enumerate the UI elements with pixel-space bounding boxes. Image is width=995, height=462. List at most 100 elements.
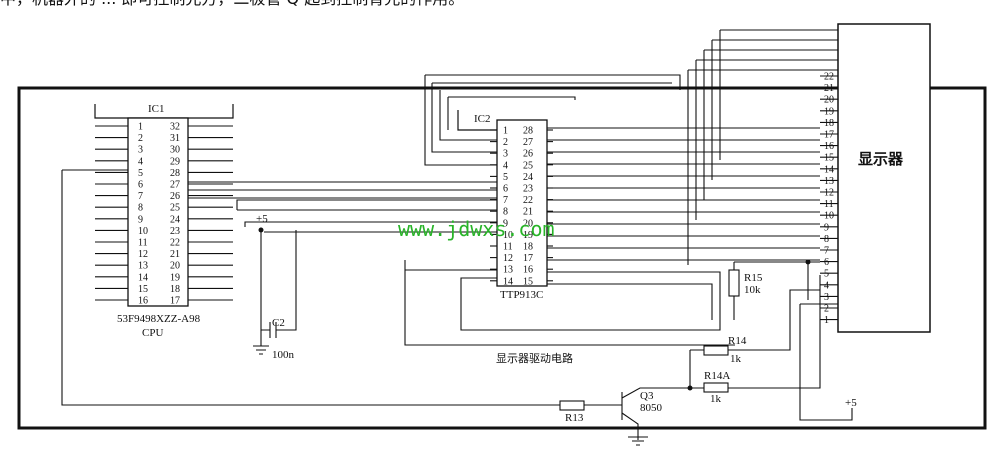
- cpu-to-driver-wires: [61, 169, 560, 406]
- ic2-right-pin-number: 27: [523, 137, 533, 148]
- ic1-left-pin-number: 3: [138, 145, 143, 156]
- ic1-left-pin-number: 14: [138, 272, 148, 283]
- ic2-left-pin-number: 8: [503, 207, 508, 218]
- display-pin-number: 12: [824, 188, 834, 199]
- ic2-right-pin-number: 23: [523, 184, 533, 195]
- ic1-left-pin-number: 12: [138, 249, 148, 260]
- ic2-right-pin-number: 25: [523, 160, 533, 171]
- ic2-right-pin-number: 19: [523, 230, 533, 241]
- ic1-left-pin-number: 1: [138, 122, 143, 133]
- display-pin-number: 19: [824, 106, 834, 117]
- ic2-left-pin-number: 1: [503, 126, 508, 137]
- ic1-chip: IC1 123456789101112131415163231302928272…: [94, 103, 234, 339]
- junction-dot: [687, 385, 693, 391]
- ic1-left-pin-number: 5: [138, 168, 143, 179]
- ic1-left-pin-number: 11: [138, 238, 148, 249]
- r14a-label: R14A: [704, 370, 730, 382]
- display-pin-number: 14: [824, 164, 834, 175]
- display-pin-number: 16: [824, 141, 834, 152]
- display-pin-number: 15: [824, 153, 834, 164]
- r14-resistor: [689, 289, 820, 388]
- ic1-left-pin-number: 15: [138, 284, 148, 295]
- ic1-right-pin-number: 23: [170, 226, 180, 237]
- display-pin-number: 20: [824, 95, 834, 106]
- junction-dot: [258, 227, 264, 233]
- display-label: 显示器: [858, 150, 904, 168]
- watermark: www.jdwxs.com: [398, 217, 555, 241]
- display-pin-number: 17: [824, 130, 834, 141]
- c2-value: 100n: [272, 349, 295, 361]
- display-pin-number: 7: [824, 246, 829, 257]
- r14-label: R14: [728, 335, 747, 347]
- ic2-left-pin-number: 3: [503, 149, 508, 160]
- ic2-left-pin-number: 14: [503, 276, 513, 287]
- ic1-right-pin-number: 20: [170, 261, 180, 272]
- display-pin-number: 1: [824, 315, 829, 326]
- ic2-label: IC2: [474, 113, 491, 125]
- ic2-left-pin-number: 9: [503, 218, 508, 229]
- ic1-right-pin-number: 28: [170, 168, 180, 179]
- ic1-left-pin-number: 4: [138, 156, 143, 167]
- r15-label: R15: [744, 272, 763, 284]
- display-pin-number: 11: [824, 199, 834, 210]
- ic1-left-pin-number: 8: [138, 203, 143, 214]
- display-pin-number: 18: [824, 118, 834, 129]
- ic1-right-pin-number: 30: [170, 145, 180, 156]
- ic1-right-pin-number: 25: [170, 203, 180, 214]
- q3-label: Q3: [640, 390, 654, 402]
- display-pin-number: 3: [824, 292, 829, 303]
- ic1-right-pin-number: 19: [170, 272, 180, 283]
- circuit-caption: 显示器驱动电路: [496, 352, 573, 365]
- display-pin-number: 2: [824, 304, 829, 315]
- ic1-left-pin-number: 7: [138, 191, 143, 202]
- ic2-left-pin-number: 13: [503, 265, 513, 276]
- q3-value: 8050: [640, 402, 663, 414]
- display-pin-number: 8: [824, 234, 829, 245]
- ic1-right-pin-number: 18: [170, 284, 180, 295]
- ic1-left-pin-number: 6: [138, 180, 143, 191]
- decoupling-capacitor: [253, 228, 497, 355]
- ic2-left-pin-number: 6: [503, 184, 508, 195]
- ic2-right-pin-number: 16: [523, 265, 533, 276]
- ic2-left-pin-number: 11: [503, 242, 513, 253]
- ic1-name: CPU: [142, 327, 163, 339]
- ic2-right-pin-number: 17: [523, 253, 533, 264]
- r13-label: R13: [565, 412, 584, 424]
- ic1-pins: 1234567891011121314151632313029282726252…: [95, 122, 233, 307]
- ic2-left-pin-number: 7: [503, 195, 508, 206]
- ic1-right-pin-number: 17: [170, 296, 180, 307]
- r14a-resistor: [660, 275, 821, 393]
- ic1-right-pin-number: 29: [170, 156, 180, 167]
- ic2-left-pin-number: 12: [503, 253, 513, 264]
- ic1-left-pin-number: 2: [138, 133, 143, 144]
- ic2-left-pin-number: 5: [503, 172, 508, 183]
- ic2-right-pin-number: 18: [523, 242, 533, 253]
- q3-transistor: [559, 387, 660, 446]
- r15-value: 10k: [744, 284, 761, 296]
- backlight-supply: [799, 262, 853, 421]
- ic2-right-pin-number: 15: [523, 276, 533, 287]
- ic1-right-pin-number: 24: [170, 214, 180, 225]
- ic2-left-pin-number: 2: [503, 137, 508, 148]
- ic1-left-pin-number: 16: [138, 296, 148, 307]
- ic1-label: IC1: [148, 103, 165, 115]
- ic1-right-pin-number: 26: [170, 191, 180, 202]
- ic2-chip: IC2 123456789101112131428272625242322212…: [457, 110, 553, 301]
- ic2-right-pin-number: 28: [523, 126, 533, 137]
- display-pin-number: 22: [824, 72, 834, 83]
- ic1-right-pin-number: 21: [170, 249, 180, 260]
- r15-resistor: [728, 261, 820, 320]
- ic2-right-pin-number: 21: [523, 207, 533, 218]
- ic2-left-pin-number: 4: [503, 160, 508, 171]
- r14-value: 1k: [730, 353, 742, 365]
- display-pin-number: 5: [824, 269, 829, 280]
- ic2-right-pin-number: 26: [523, 149, 533, 160]
- ic2-name: TTP913C: [500, 289, 543, 301]
- r14a-value: 1k: [710, 393, 722, 405]
- display-pin-number: 4: [824, 280, 829, 291]
- ic1-left-pin-number: 9: [138, 214, 143, 225]
